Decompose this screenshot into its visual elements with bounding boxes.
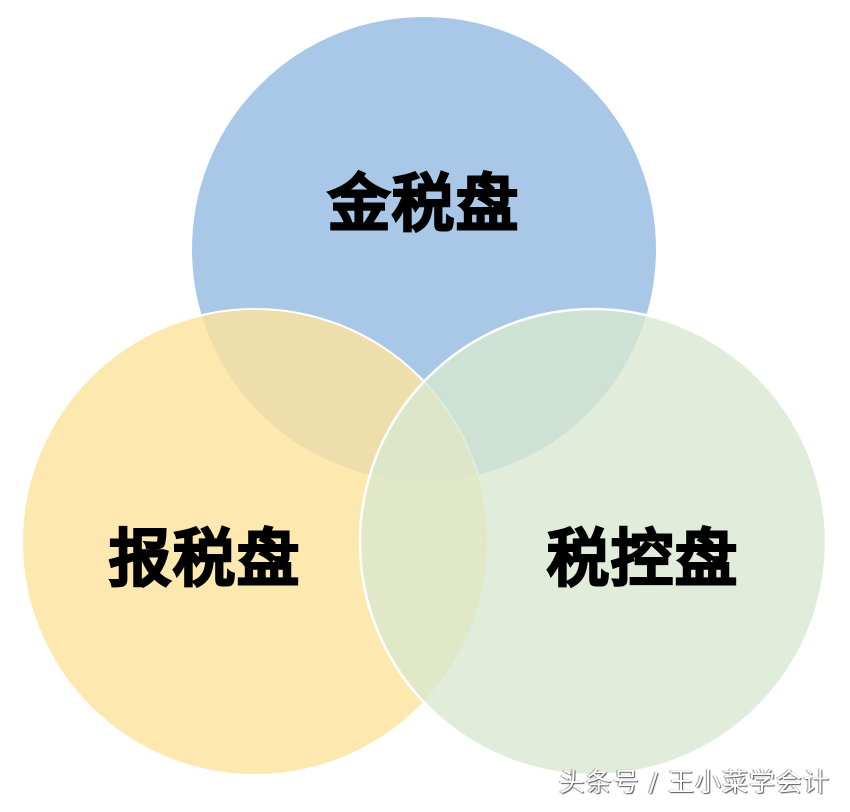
label-jinshuipan: 金税盘 bbox=[327, 166, 521, 241]
watermark: 头条号 / 王小菜学会计 bbox=[558, 768, 830, 798]
label-baoshuipan: 报税盘 bbox=[108, 521, 302, 596]
circle-shuikongpan bbox=[358, 307, 828, 777]
label-shuikongpan: 税控盘 bbox=[546, 521, 740, 596]
